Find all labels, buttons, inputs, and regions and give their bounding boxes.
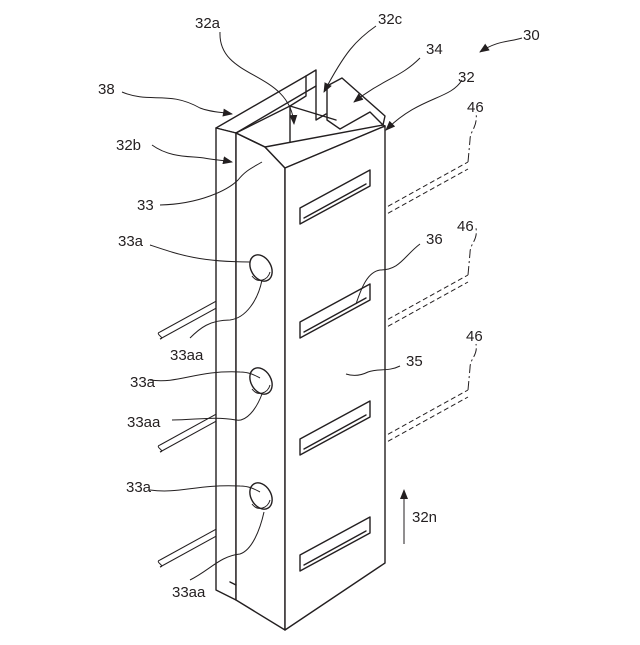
label-30: 30 (523, 27, 540, 44)
label-38: 38 (98, 81, 115, 98)
label-35: 35 (406, 353, 423, 370)
label-33: 33 (137, 197, 154, 214)
label-46-1: 46 (467, 99, 484, 116)
rail-46-top-end (468, 112, 476, 162)
label-33a-2: 33a (130, 374, 156, 391)
rail-46-bottom-end (468, 344, 476, 390)
label-33aa-3: 33aa (172, 584, 206, 601)
label-33a-1: 33a (118, 233, 144, 250)
column-32 (216, 70, 385, 630)
label-32n: 32n (412, 509, 437, 526)
label-34: 34 (426, 41, 443, 58)
label-46-2: 46 (457, 218, 474, 235)
label-46-3: 46 (466, 328, 483, 345)
label-32a: 32a (195, 15, 221, 32)
label-32b: 32b (116, 137, 141, 154)
label-32: 32 (458, 69, 475, 86)
label-33aa-2: 33aa (127, 414, 161, 431)
rail-46-middle-end (468, 228, 476, 275)
label-33aa-1: 33aa (170, 347, 204, 364)
label-33a-3: 33a (126, 479, 152, 496)
label-32c: 32c (378, 11, 403, 28)
label-36: 36 (426, 231, 443, 248)
